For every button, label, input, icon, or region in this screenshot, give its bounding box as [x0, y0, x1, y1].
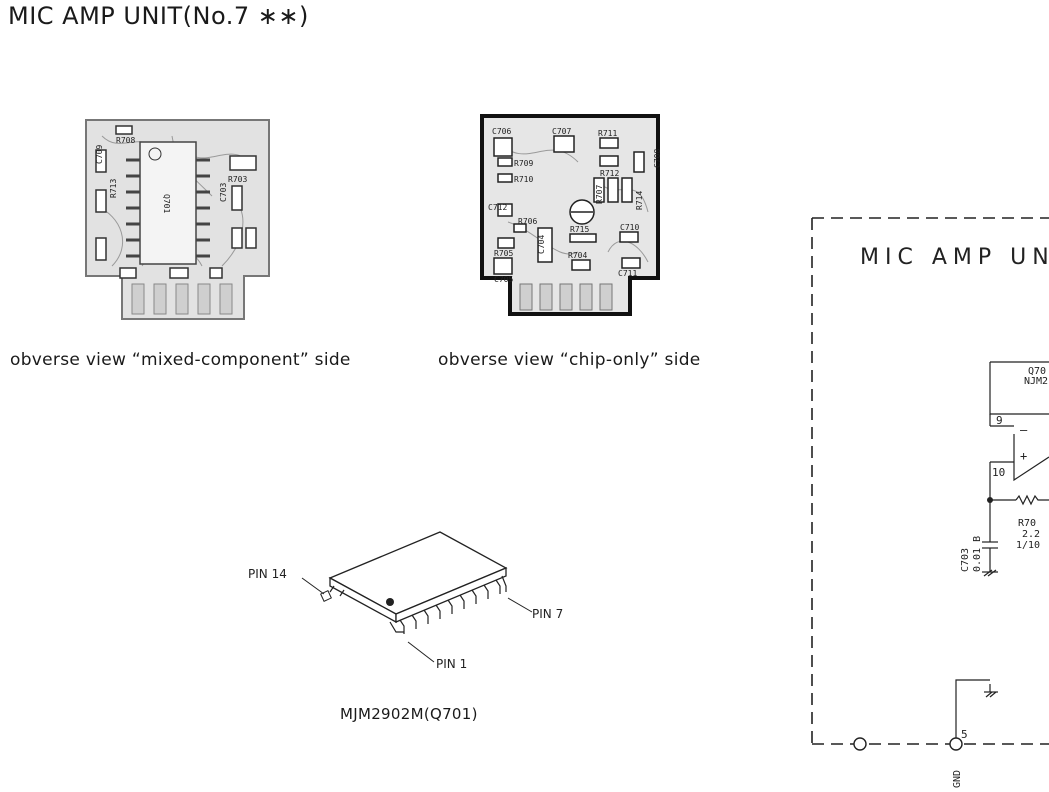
mixed-component-board-view: R708 C709 R713 R703 C703 Q701 [85, 119, 270, 320]
res-name: R70 [1018, 518, 1036, 529]
pin10-label: 10 [992, 466, 1005, 479]
board-label: R708 [116, 136, 135, 145]
q-label: Q70 [1028, 366, 1046, 377]
board-label: C707 [552, 127, 571, 136]
q-part-label: NJM2 [1024, 376, 1048, 387]
board-label: R707 [595, 185, 604, 204]
board-label: C705 [494, 275, 513, 284]
minus-sign: – [1020, 423, 1028, 437]
board-label: R712 [600, 169, 619, 178]
pin5-label: 5 [961, 728, 968, 741]
pin7-label: PIN 7 [532, 607, 563, 621]
board-label: Q701 [162, 194, 171, 213]
chip-side-caption: obverse view “chip-only” side [438, 350, 701, 370]
board-label: C709 [95, 145, 104, 164]
gnd-terminal-circle [949, 737, 963, 751]
ic-q701-footprint [126, 141, 210, 265]
board-label: R704 [568, 251, 587, 260]
page-title: MIC AMP UNIT(No.7 ∗∗) [8, 2, 309, 30]
pin9-label: 9 [996, 414, 1003, 427]
board-label: C710 [620, 223, 639, 232]
board-label: C712 [488, 203, 507, 212]
board-label: C703 [219, 183, 228, 202]
board-label: R705 [494, 249, 513, 258]
board-label: R713 [109, 179, 118, 198]
board-label: R715 [570, 225, 589, 234]
board-label: C708 [653, 149, 662, 168]
board-label: R706 [518, 217, 537, 226]
board-label: C711 [618, 269, 637, 278]
gnd-label: GND [952, 770, 963, 788]
board-label: R711 [598, 129, 617, 138]
terminal-circle [853, 737, 867, 751]
board-label: C706 [492, 127, 511, 136]
ic-package-caption: MJM2902M(Q701) [340, 705, 478, 723]
board-label: R714 [635, 191, 644, 210]
board-label: R710 [514, 175, 533, 184]
res-rating: 1/10 [1016, 540, 1040, 551]
cap-name: C703 [960, 548, 971, 572]
res-value: 2.2 [1022, 529, 1040, 540]
ic-package-drawing: PIN 14 PIN 7 PIN 1 [248, 531, 563, 671]
board-label: R709 [514, 159, 533, 168]
schematic-fragment: MIC AMP UN Q70 NJM2 9 10 – + C703 0.01 [811, 217, 1049, 788]
mixed-side-caption: obverse view “mixed-component” side [10, 350, 351, 370]
chip-only-board-view: C706 C707 R711 R709 R710 R712 C708 R707 … [480, 114, 662, 316]
pin1-label: PIN 1 [436, 657, 467, 671]
block-title: MIC AMP UN [860, 245, 1049, 270]
board-label: R703 [228, 175, 247, 184]
board-label: C704 [537, 235, 546, 254]
plus-sign: + [1020, 449, 1027, 463]
pin14-label: PIN 14 [248, 567, 287, 581]
cap-value: 0.01 B [972, 536, 983, 572]
